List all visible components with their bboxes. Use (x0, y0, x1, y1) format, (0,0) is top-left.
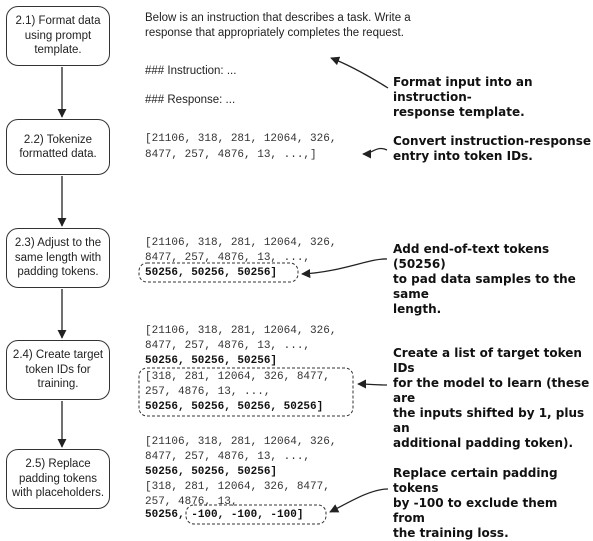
padded-ids-line1: [21106, 318, 281, 12064, 326, (145, 237, 337, 249)
padded-ids-padding: 50256, 50256, 50256] (145, 267, 278, 279)
target-ids-padding: 50256, 50256, 50256, 50256] (145, 401, 324, 413)
padding-highlight-box (138, 262, 299, 283)
mask-highlight-box (185, 504, 327, 525)
annotation-targets: Create a list of target token IDs for th… (393, 346, 590, 450)
padded-ids-line2: 8477, 257, 4876, 13, ..., (145, 252, 311, 264)
template-response: ### Response: ... (145, 94, 236, 106)
input-ids-line2: 8477, 257, 4876, 13, ..., (145, 340, 311, 352)
target-ids-line2: 257, 4876, 13, ..., (145, 386, 271, 398)
template-instruction: ### Instruction: ... (145, 65, 237, 77)
input-ids-padding: 50256, 50256, 50256] (145, 355, 278, 367)
target-ids-line1: [318, 281, 12064, 326, 8477, (145, 371, 330, 383)
replace-input-line2: 8477, 257, 4876, 13, ..., (145, 451, 311, 463)
step-create-targets: 2.4) Create target token IDs for trainin… (6, 340, 110, 400)
target-highlight-box (138, 367, 354, 417)
kept-padding-token: 50256, (145, 509, 185, 521)
annotation-tokenize: Convert instruction-response entry into … (393, 134, 591, 163)
replace-target-final: 50256, -100, -100, -100] (145, 508, 303, 524)
annotation-padding: Add end-of-text tokens (50256) to pad da… (393, 242, 576, 316)
template-intro-line2: response that appropriately completes th… (145, 27, 404, 39)
token-ids-line2: 8477, 257, 4876, 13, ...,] (145, 149, 317, 161)
annotation-arrow-5 (329, 488, 389, 513)
annotation-replace: Replace certain padding tokens by -100 t… (393, 466, 558, 540)
replace-input-line1: [21106, 318, 281, 12064, 326, (145, 436, 337, 448)
step-format-data: 2.1) Format data using prompt template. (6, 6, 110, 66)
replace-target-line2: 257, 4876, 13, (145, 496, 238, 508)
replace-input-padding: 50256, 50256, 50256] (145, 466, 278, 478)
diagram-connectors (57, 56, 389, 525)
token-ids-line1: [21106, 318, 281, 12064, 326, (145, 133, 337, 145)
annotation-format: Format input into an instruction- respon… (393, 75, 533, 119)
annotation-arrow-3 (301, 258, 388, 279)
masked-tokens: -100, -100, -100] (191, 509, 304, 521)
step-replace-padding: 2.5) Replace padding tokens with placeho… (6, 449, 110, 509)
step-adjust-length: 2.3) Adjust to the same length with padd… (6, 228, 110, 288)
input-ids-line1: [21106, 318, 281, 12064, 326, (145, 325, 337, 337)
annotation-arrow-4 (357, 379, 388, 389)
template-intro-line1: Below is an instruction that describes a… (145, 12, 411, 24)
annotation-arrow-1 (330, 56, 389, 89)
replace-target-line1: [318, 281, 12064, 326, 8477, (145, 481, 330, 493)
annotation-arrow-2 (362, 147, 388, 159)
step-tokenize: 2.2) Tokenize formatted data. (6, 119, 110, 175)
